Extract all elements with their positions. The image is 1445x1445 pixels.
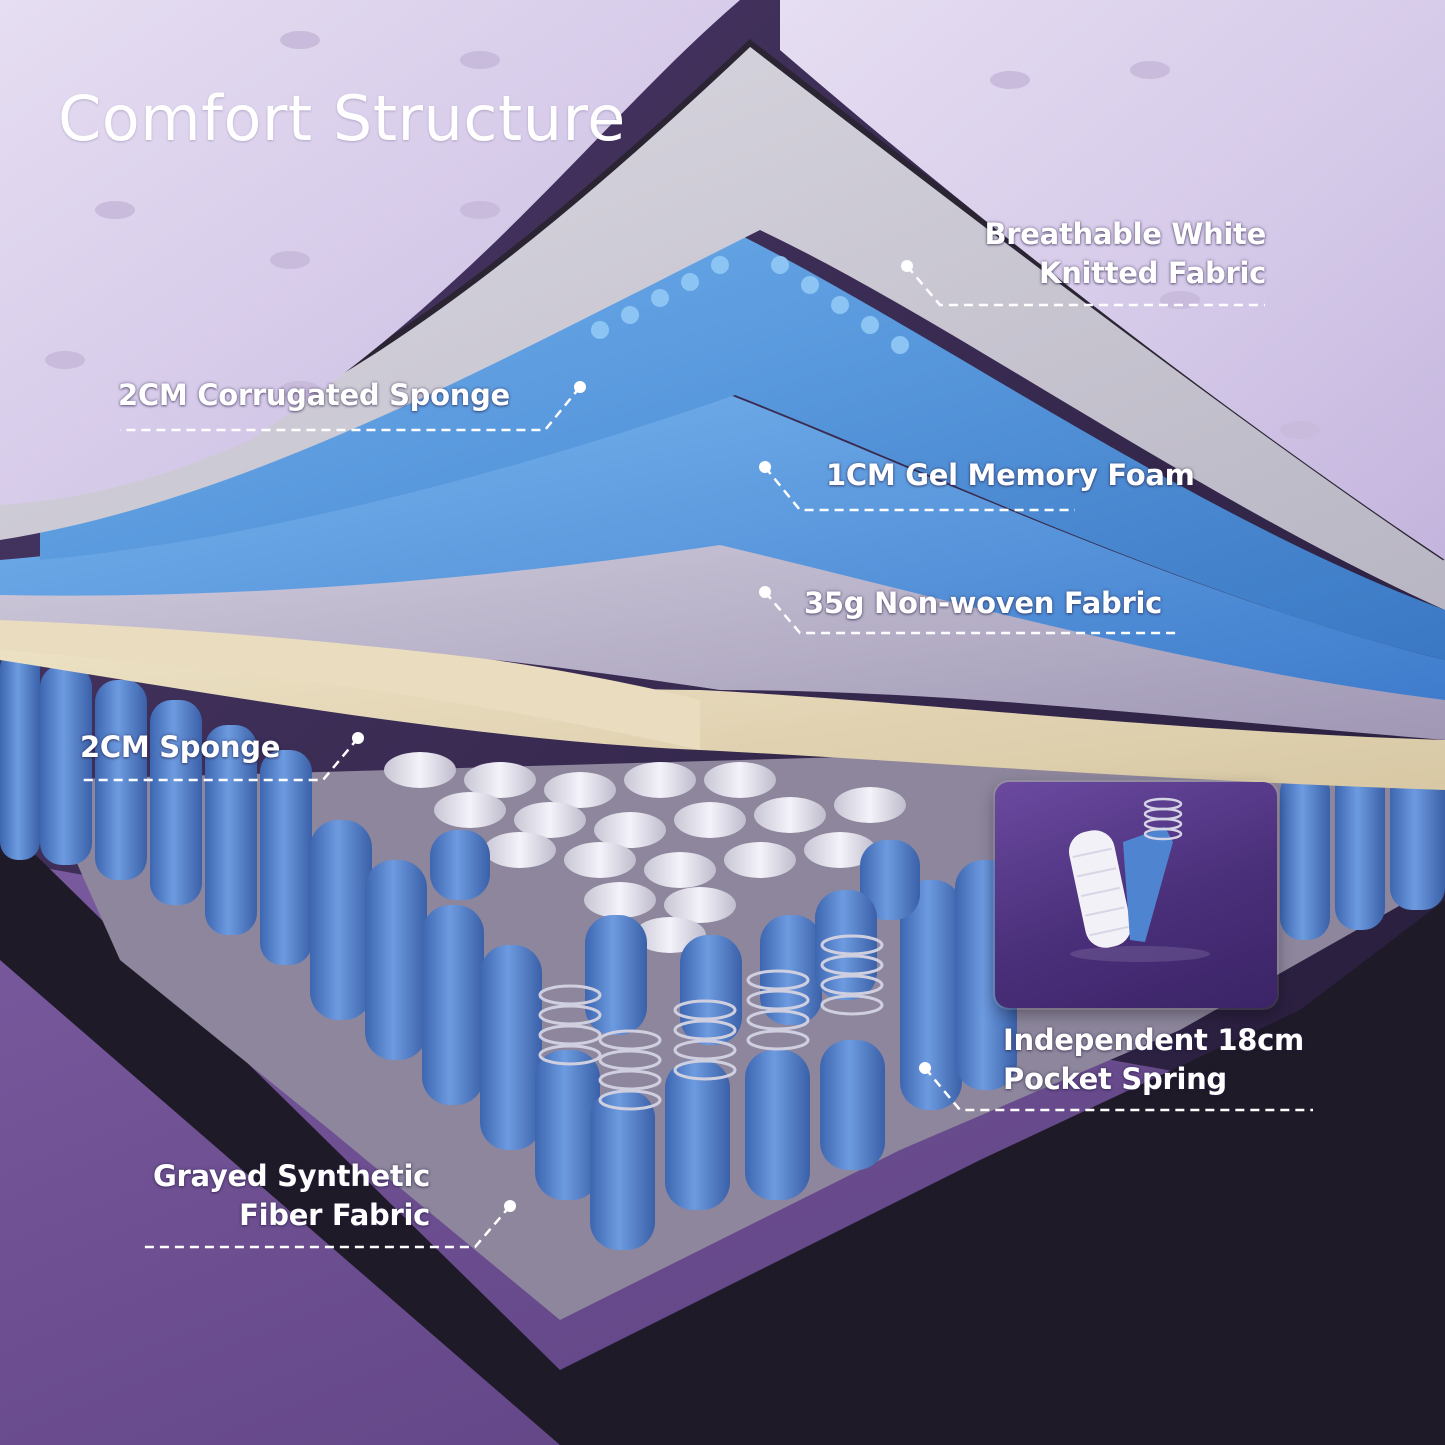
label-knitted-fabric: Breathable White Knitted Fabric [984,217,1267,290]
mattress-top-surface-left [0,0,740,505]
pocket-spring-detail-illustration [1068,797,1210,962]
label-gel-memory-foam: 1CM Gel Memory Foam [826,458,1195,492]
corrugated-sponge-layer [40,235,1445,660]
knitted-fabric-flap [0,45,1445,610]
label-corrugated-sponge: 2CM Corrugated Sponge [118,378,510,412]
sponge-layer [0,610,1445,790]
gel-memory-foam-layer [0,395,1445,700]
pocket-spring-rows [0,650,1445,1250]
pocket-spring-detail-inset [995,782,1277,1008]
page-title: Comfort Structure [58,82,626,155]
label-non-woven-fabric: 35g Non-woven Fabric [804,586,1162,620]
label-sponge: 2CM Sponge [80,730,281,764]
label-pocket-spring: Independent 18cm Pocket Spring [1003,1023,1304,1096]
leader-lines [82,265,1313,1249]
leader-dots [352,260,931,1212]
mattress-top-surface-right [780,0,1445,560]
non-woven-layer [0,535,1445,740]
label-synthetic-fiber: Grayed Synthetic Fiber Fabric [152,1159,430,1232]
